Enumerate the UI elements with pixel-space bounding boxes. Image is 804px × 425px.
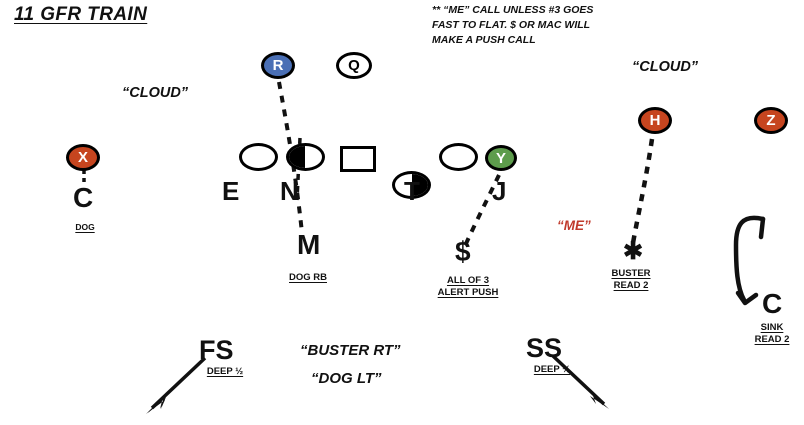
coverage-call-cloud-right: “CLOUD”	[632, 59, 699, 75]
route-sink-hook-tip	[758, 216, 766, 240]
defender-corner-left[interactable]: C	[73, 182, 94, 213]
defender-jack[interactable]: J	[492, 176, 507, 206]
assignment-star-line-1: BUSTER	[611, 268, 651, 279]
assignment-money-line-2: ALERT PUSH	[437, 287, 499, 298]
route-ss-arrowhead	[590, 393, 609, 409]
coaching-note: ** “ME” CALL UNLESS #3 GOES FAST TO FLAT…	[432, 3, 682, 48]
route-y-to-money	[462, 174, 501, 249]
player-receiver-h[interactable]: H	[638, 107, 672, 134]
player-receiver-x[interactable]: X	[66, 144, 100, 171]
player-tightend-y-label: Y	[495, 149, 506, 167]
route-back-to-mike	[277, 81, 304, 234]
assignment-mike-line-1: DOG RB	[289, 272, 327, 283]
player-quarterback-q[interactable]: Q	[336, 52, 372, 79]
assignment-corner-right-line-1: SINK	[760, 322, 784, 333]
defender-mike[interactable]: M	[297, 229, 321, 260]
offensive-lineman-5[interactable]	[439, 143, 478, 171]
page-title: 11 GFR TRAIN	[14, 4, 148, 25]
coverage-call-buster-rt: “BUSTER RT”	[300, 342, 401, 359]
player-receiver-z[interactable]: Z	[754, 107, 788, 134]
defender-tackle[interactable]: T	[404, 176, 420, 206]
route-nose-stem	[295, 137, 302, 201]
assignment-money: ALL OF 3 ALERT PUSH	[430, 275, 506, 299]
coverage-call-cloud-left: “CLOUD”	[122, 85, 189, 101]
route-ss-arrow	[551, 354, 606, 406]
assignment-corner-right: SINK READ 2	[746, 322, 798, 346]
route-sink-hook	[733, 215, 766, 303]
player-receiver-x-label: X	[77, 149, 88, 166]
assignment-strong-safety: DEEP ½	[524, 364, 580, 376]
coaching-note-line-3: MAKE A PUSH CALL	[432, 34, 536, 46]
player-back-r-label: R	[272, 57, 284, 74]
offensive-lineman-1[interactable]	[239, 143, 278, 171]
assignment-strong-safety-line-1: DEEP ½	[533, 364, 571, 375]
offensive-center[interactable]	[340, 146, 376, 172]
assignment-corner-right-line-2: READ 2	[754, 334, 790, 345]
defender-star[interactable]: ✱	[623, 238, 644, 265]
coverage-call-dog-lt: “DOG LT”	[311, 370, 382, 387]
assignment-star-line-2: READ 2	[613, 280, 649, 291]
defender-money[interactable]: $	[455, 236, 471, 267]
coaching-note-line-1: ** “ME” CALL UNLESS #3 GOES	[432, 4, 594, 16]
assignment-mike: DOG RB	[272, 272, 344, 284]
defender-end[interactable]: E	[222, 176, 240, 206]
assignment-corner-left-line-1: DOG	[75, 222, 95, 232]
route-fs-head	[146, 397, 165, 414]
defender-free-safety[interactable]: FS	[199, 335, 234, 365]
defender-nose[interactable]: N	[280, 176, 299, 206]
assignment-free-safety-line-1: DEEP ½	[206, 366, 244, 377]
defender-corner-right[interactable]: C	[762, 288, 783, 319]
player-back-r[interactable]: R	[261, 52, 295, 79]
player-quarterback-q-label: Q	[348, 57, 360, 74]
player-receiver-z-label: Z	[766, 112, 776, 129]
assignment-money-line-1: ALL OF 3	[446, 275, 490, 286]
coverage-call-me: “ME”	[557, 218, 591, 233]
route-h-to-star	[630, 138, 655, 244]
assignment-star: BUSTER READ 2	[601, 268, 661, 292]
route-sink-arrowhead	[735, 290, 759, 306]
defender-strong-safety[interactable]: SS	[526, 333, 563, 363]
assignment-corner-left: DOG	[60, 222, 110, 233]
assignment-free-safety: DEEP ½	[197, 366, 253, 378]
offensive-lineman-2[interactable]	[286, 143, 325, 171]
coaching-note-line-2: FAST TO FLAT. $ OR MAC WILL	[432, 19, 591, 31]
player-receiver-h-label: H	[649, 112, 661, 129]
offensive-lineman-4[interactable]	[392, 171, 431, 199]
player-tightend-y[interactable]: Y	[485, 145, 517, 171]
